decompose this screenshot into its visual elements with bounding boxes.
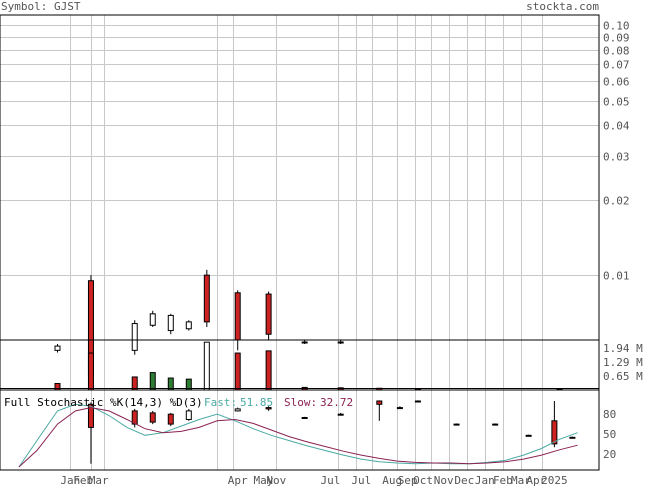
price-tick-label: 0.02 [603,195,630,208]
price-candle [131,323,138,351]
price-candle [185,321,192,330]
axis-labels: 0.100.090.080.07 0.06 0.05 0.04 0.03 0.02 0.01… [60,20,643,486]
x-tick-label: Apr [526,474,546,486]
price-candle [337,341,344,344]
x-tick-label: Feb [73,474,93,486]
stochastic-candle [569,436,576,439]
stochastic-panel [18,400,578,468]
price-candle [54,345,61,351]
volume-bar [265,350,272,391]
volume-panel [0,341,599,391]
stochastic-candle [551,420,558,445]
volume-bar [87,352,94,391]
stochastic-candle [337,413,344,416]
price-tick-label: 0.07 [603,59,630,72]
price-tick-label: 0.03 [603,151,630,164]
stochastic-candle [87,403,94,428]
stochastic-candle [414,400,421,403]
price-candle [234,292,241,341]
volume-bar [203,341,210,391]
x-tick-label: Nov [434,474,454,486]
x-tick-label: Jul [351,474,371,486]
site-label: stockta.com [526,0,599,13]
stochastic-candle [149,412,156,423]
stochastic-candle [396,407,403,410]
slow-value: 32.72 [320,396,353,409]
x-tick-label: Dec [454,474,474,486]
volume-tick-label: 1.29 M [603,356,643,369]
x-tick-label: 2025 [541,474,568,486]
x-tick-label: Oct [413,474,433,486]
x-tick-label: Jan [60,474,80,486]
stochastic-candle [301,417,308,419]
fast-label: Fast: [204,396,237,409]
stochastic-candle [265,407,272,410]
stochastic-panel-border [0,389,600,471]
x-tick-label: Jul [320,474,340,486]
grid-lines [0,15,599,470]
price-candle [265,293,272,335]
volume-bar [234,352,241,391]
stochastic-legend: Full Stochastic %K(14,3) %D(3) Fast: 51.… [4,396,353,409]
x-tick-label: Aug [382,474,402,486]
price-candle [301,341,308,344]
volume-tick-label: 1.94 M [603,342,643,355]
x-tick-label: Jan [475,474,495,486]
x-tick-label: Mar [511,474,531,486]
stochastic-candle [131,410,138,425]
symbol-label: Symbol: GJST [1,0,81,13]
price-panel [54,269,344,390]
stochastic-candle [525,434,532,437]
price-candle [203,274,210,323]
fast-line [18,403,578,468]
slow-line [18,407,578,468]
volume-bar [54,382,61,391]
stochastic-tick-label: 50 [603,428,616,441]
price-tick-label: 0.04 [603,120,630,133]
stochastic-candle [234,408,241,412]
x-tick-label: Apr [228,474,248,486]
price-tick-label: 0.01 [603,270,630,283]
x-tick-label: Mar [89,474,109,486]
x-tick-label: Feb [493,474,513,486]
stochastic-title: Full Stochastic %K(14,3) %D(3) [4,396,203,409]
stochastic-candle [453,423,460,426]
price-candle [149,313,156,326]
volume-bar [149,372,156,391]
stochastic-candle [167,413,174,425]
stochastic-tick-label: 80 [603,408,616,421]
stochastic-candle [492,423,499,426]
price-tick-label: 0.09 [603,32,630,45]
price-tick-label: 0.05 [603,96,630,109]
stochastic-candle [185,410,192,420]
x-tick-label: Nov [266,474,286,486]
price-tick-label: 0.10 [603,20,630,33]
price-candle [167,314,174,332]
stochastic-candle [376,400,383,405]
price-tick-label: 0.06 [603,76,630,89]
fast-value: 51.85 [240,396,273,409]
stochastic-tick-label: 20 [603,448,616,461]
x-tick-label: Sep [398,474,418,486]
slow-label: Slow: [284,396,317,409]
volume-tick-label: 0.65 M [603,370,643,383]
x-tick-label: May [254,474,274,486]
price-tick-label: 0.08 [603,45,630,58]
